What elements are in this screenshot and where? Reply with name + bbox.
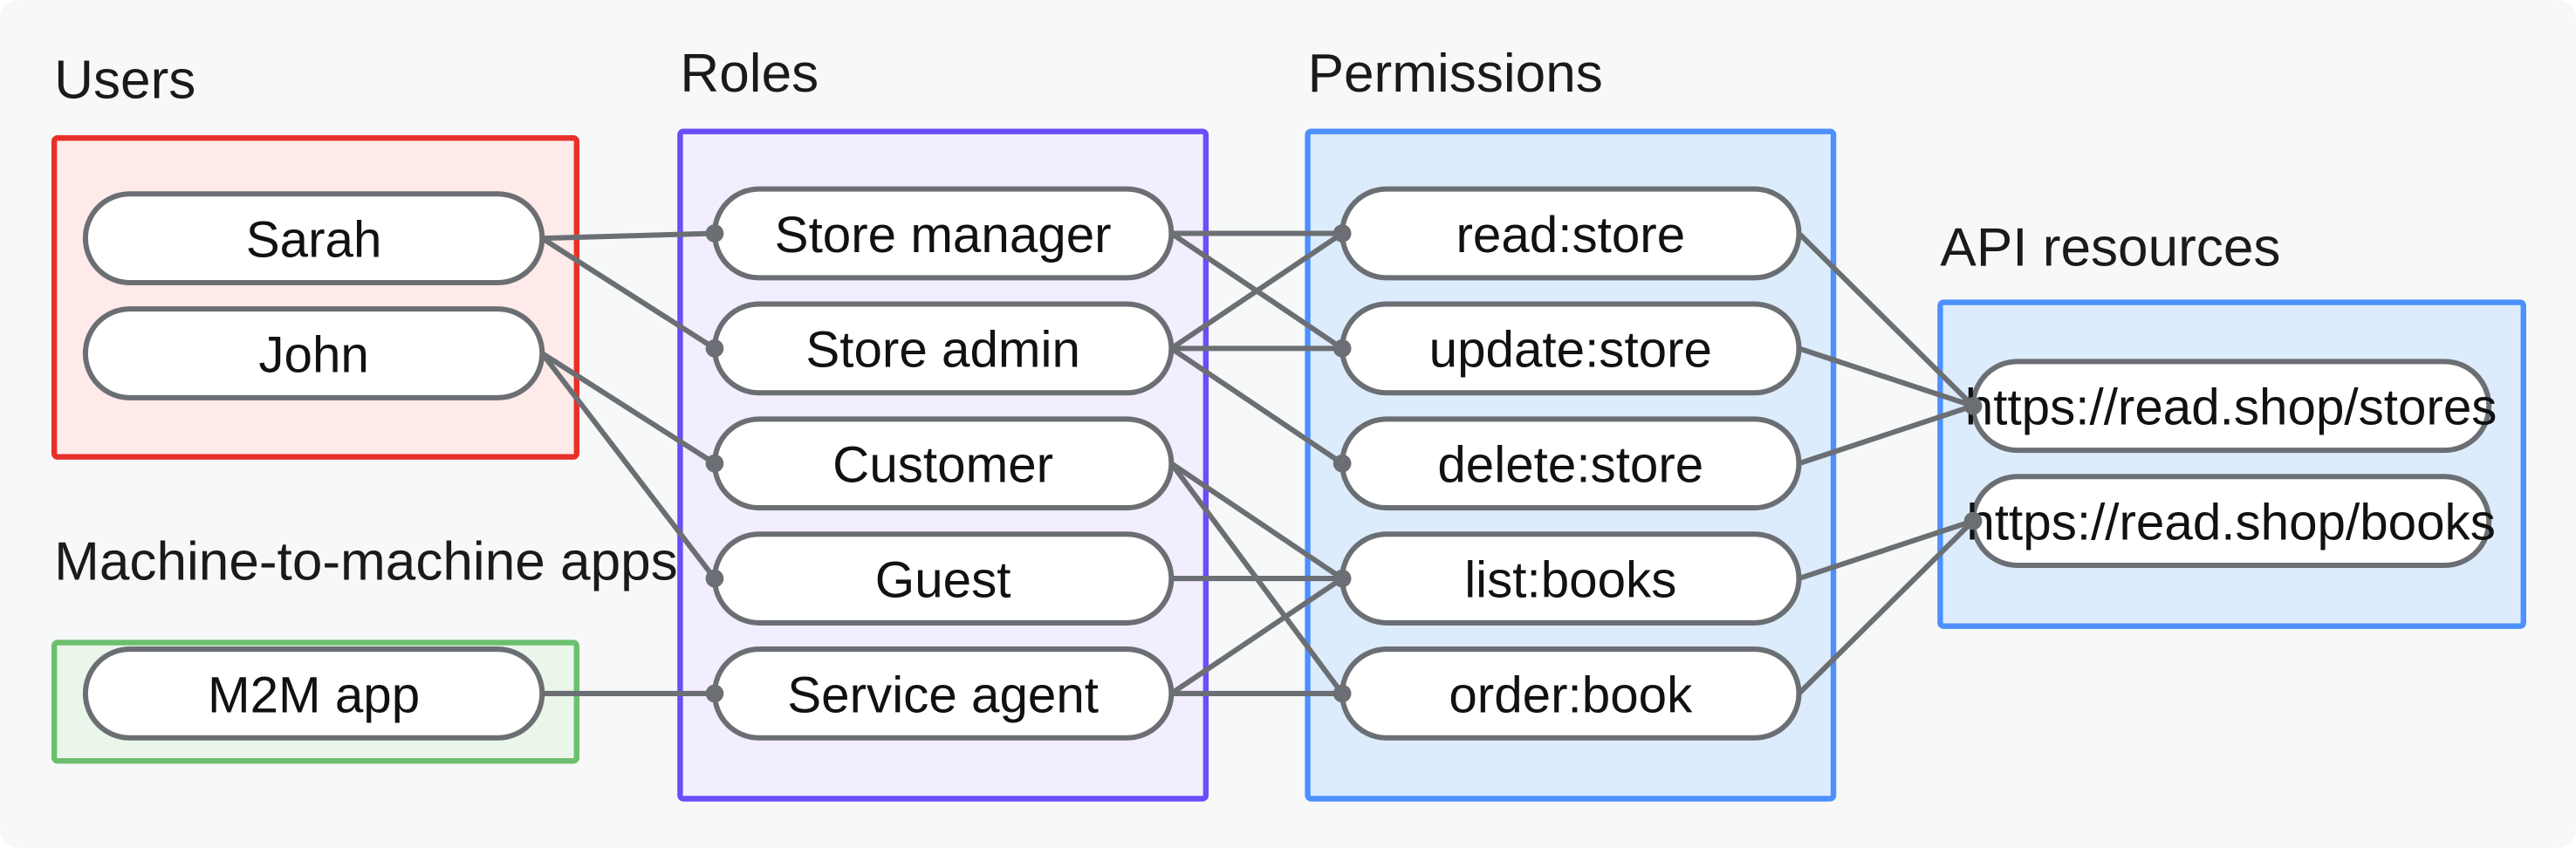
edge-store-admin-to-read-store bbox=[1169, 230, 1344, 351]
group-label-permissions: Permissions bbox=[1308, 44, 1603, 104]
edge-endpoint-service-agent bbox=[705, 684, 724, 703]
edge-delete-store-to-res-stores bbox=[1798, 403, 1975, 467]
edge-customer-to-list-books bbox=[1169, 461, 1344, 581]
node-label-guest: Guest bbox=[875, 551, 1011, 608]
edge-update-store-to-res-stores bbox=[1798, 345, 1975, 409]
node-m2m-app[interactable] bbox=[82, 646, 545, 741]
node-label-customer: Customer bbox=[832, 437, 1053, 494]
edges-layer bbox=[539, 230, 1976, 696]
node-label-order-book: order:book bbox=[1449, 667, 1693, 723]
edge-john-to-guest bbox=[539, 352, 717, 580]
edge-sarah-to-store-manager bbox=[542, 230, 716, 242]
node-label-m2m-app: M2M app bbox=[208, 667, 420, 723]
edge-list-books-to-res-books bbox=[1798, 518, 1975, 581]
node-label-update-store: update:store bbox=[1429, 322, 1712, 379]
edge-store-admin-to-delete-store bbox=[1169, 345, 1344, 466]
node-label-store-admin: Store admin bbox=[805, 322, 1080, 379]
node-label-john: John bbox=[258, 326, 369, 383]
node-sarah[interactable] bbox=[82, 191, 545, 286]
node-john[interactable] bbox=[82, 306, 545, 400]
node-label-res-books: https://read.shop/books bbox=[1966, 495, 2496, 551]
edge-order-book-to-res-books bbox=[1797, 518, 1976, 696]
edge-endpoint-res-stores bbox=[1963, 396, 1983, 415]
edge-read-store-to-res-stores bbox=[1797, 231, 1976, 408]
node-label-res-stores: https://read.shop/stores bbox=[1965, 380, 2497, 436]
edge-endpoint-store-admin bbox=[705, 339, 724, 358]
group-label-m2m: Machine-to-machine apps bbox=[54, 531, 678, 592]
edge-endpoint-customer bbox=[705, 454, 724, 473]
node-label-service-agent: Service agent bbox=[787, 667, 1099, 723]
edge-endpoints-layer bbox=[705, 224, 1983, 703]
group-label-users: Users bbox=[54, 50, 195, 110]
node-label-list-books: list:books bbox=[1464, 551, 1676, 608]
node-label-read-store: read:store bbox=[1456, 207, 1685, 263]
node-label-store-manager: Store manager bbox=[775, 207, 1112, 263]
edge-endpoint-delete-store bbox=[1333, 454, 1352, 473]
group-box-users bbox=[51, 135, 580, 460]
edge-sarah-to-store-admin bbox=[540, 236, 716, 351]
node-label-delete-store: delete:store bbox=[1437, 437, 1703, 494]
edge-endpoint-list-books bbox=[1333, 569, 1352, 588]
group-label-roles: Roles bbox=[680, 44, 819, 104]
edge-endpoint-read-store bbox=[1333, 224, 1352, 243]
edge-endpoint-update-store bbox=[1333, 339, 1352, 358]
group-box-api-resources bbox=[1937, 299, 2526, 629]
edge-endpoint-guest bbox=[705, 569, 724, 588]
edge-endpoint-order-book bbox=[1333, 684, 1352, 703]
group-label-api-resources: API resources bbox=[1940, 218, 2280, 278]
edge-endpoint-res-books bbox=[1963, 511, 1983, 530]
node-label-sarah: Sarah bbox=[246, 212, 382, 269]
edge-service-agent-to-list-books bbox=[1169, 576, 1344, 696]
edge-endpoint-store-manager bbox=[705, 224, 724, 243]
edge-john-to-customer bbox=[540, 351, 716, 466]
